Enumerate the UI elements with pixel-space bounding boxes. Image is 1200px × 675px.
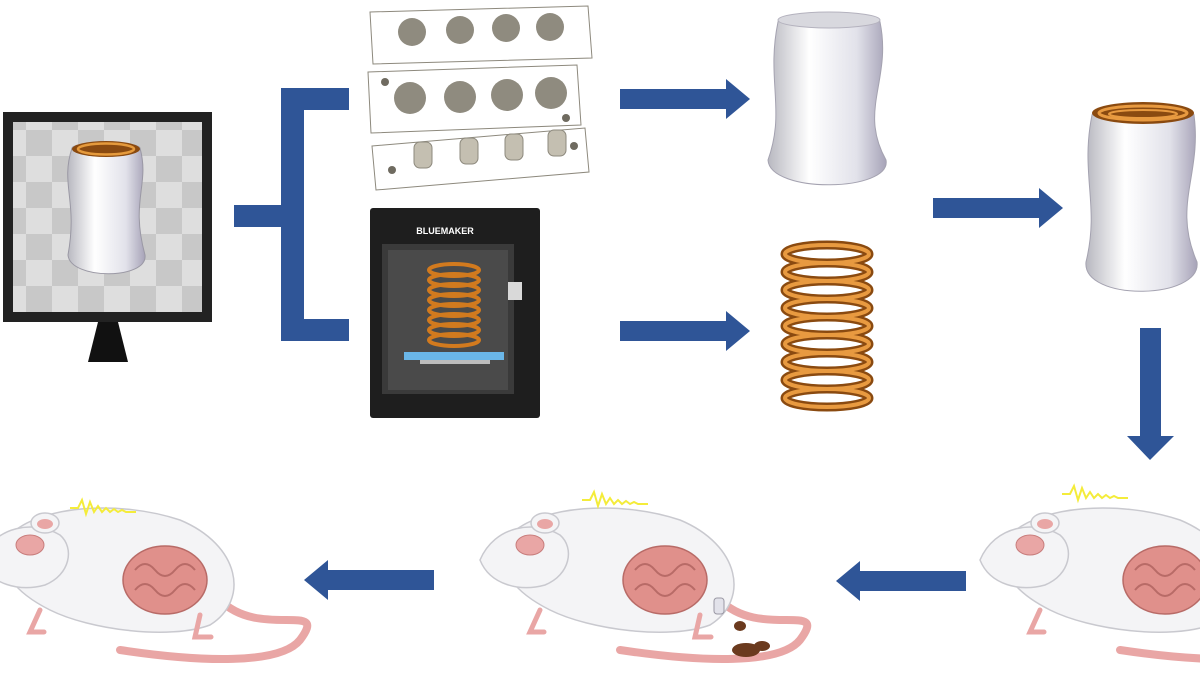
signal-wave-icon [70, 497, 136, 518]
mold-icon [367, 5, 593, 191]
feces-icon [732, 621, 770, 657]
split-bracket [234, 88, 349, 341]
printer-brand-label: BLUEMAKER [416, 226, 474, 236]
mouse-icon-middle [479, 489, 812, 663]
assembled-implant-icon [1085, 102, 1198, 292]
arrow-left-2 [304, 560, 434, 600]
signal-wave-icon [582, 489, 648, 510]
arrow-right-assemble [933, 188, 1063, 228]
copper-coil-icon [780, 240, 874, 412]
mouse-icon-left [0, 497, 312, 663]
implant-shell-icon [767, 11, 887, 186]
arrow-right-printer [620, 311, 750, 351]
monitor-icon [3, 112, 212, 362]
arrow-right-mold [620, 79, 750, 119]
signal-wave-icon [1062, 483, 1128, 504]
arrow-left-1 [836, 561, 966, 601]
implant-in-mouse-icon [713, 597, 725, 615]
3d-printer-icon: BLUEMAKER [370, 208, 540, 418]
mouse-icon-right [979, 483, 1200, 663]
arrow-down-implant [1127, 328, 1174, 460]
